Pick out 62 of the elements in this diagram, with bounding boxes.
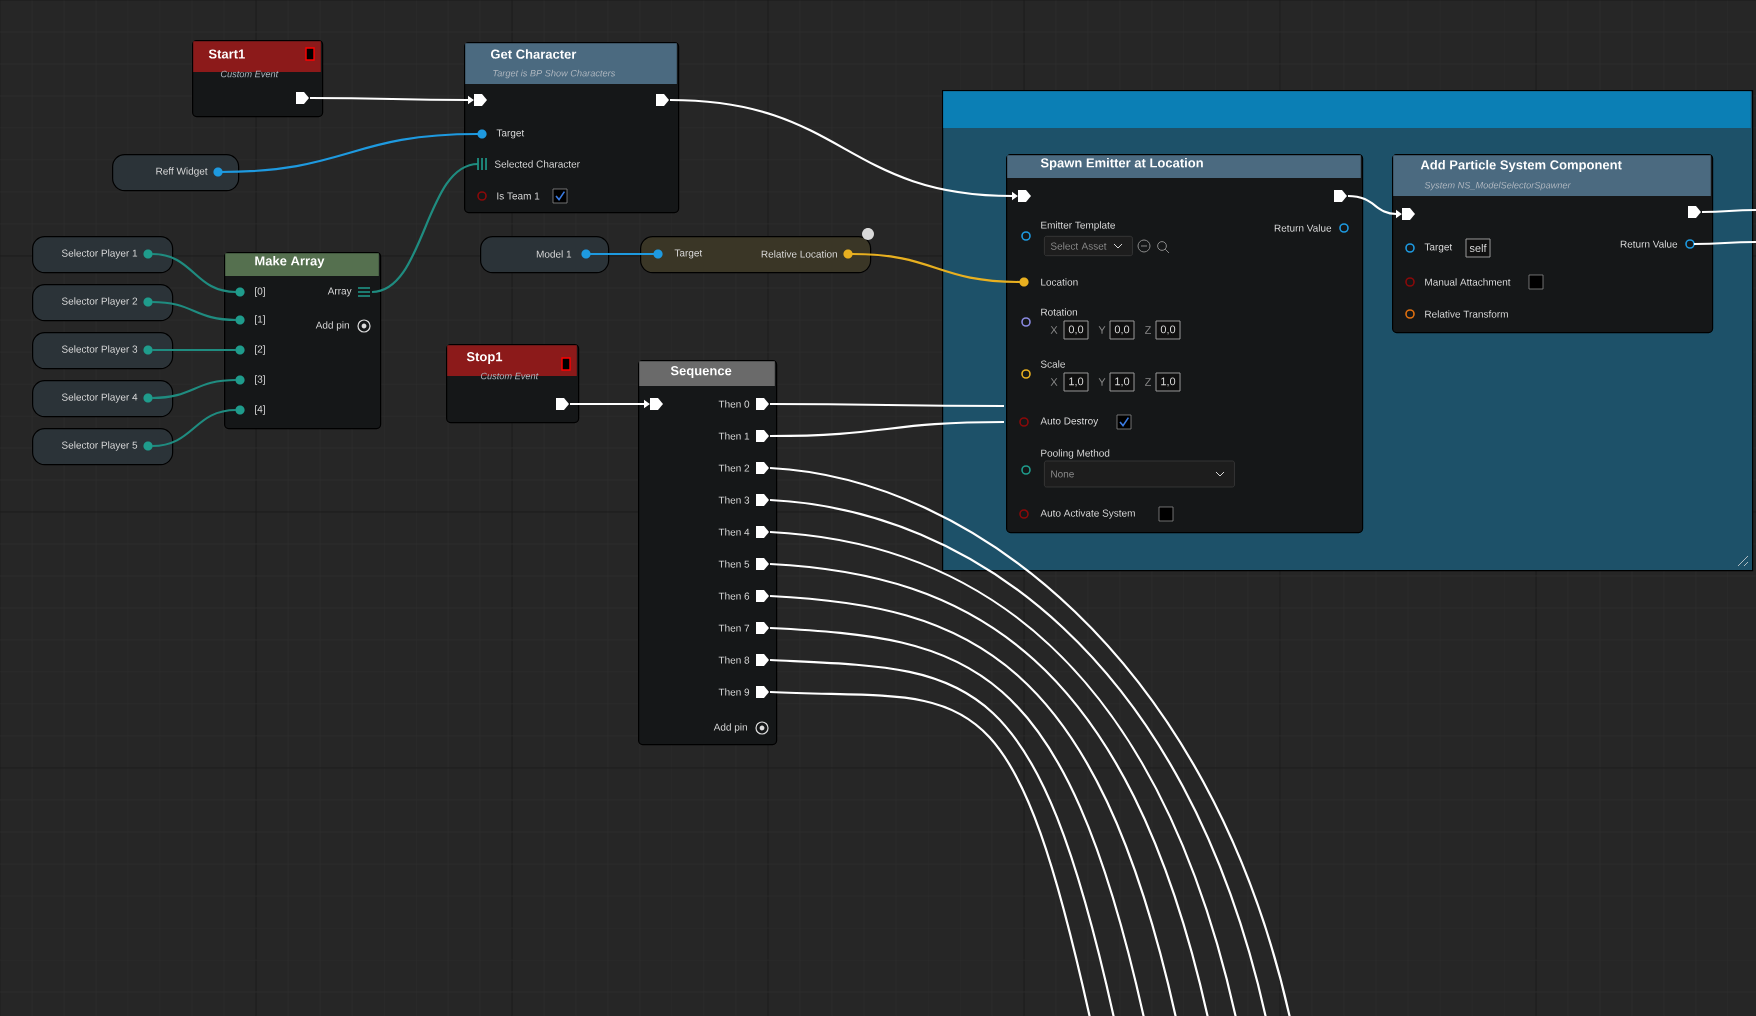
checkbox: [1116, 414, 1132, 430]
wire: [1702, 208, 1756, 214]
checkbox: [1158, 506, 1174, 522]
wire: [852, 252, 1021, 284]
wire: [371, 162, 479, 294]
exec-pin: [296, 92, 309, 104]
array-pin-icon: [477, 157, 487, 171]
checkbox: [552, 188, 568, 204]
variable-pill: [32, 236, 174, 274]
pin-icon: [862, 228, 874, 240]
variable-pill: [32, 428, 174, 466]
event-marker-icon: [561, 357, 571, 371]
variable-pill: [32, 380, 174, 418]
wire: [1694, 240, 1756, 246]
wire: [769, 690, 1092, 1016]
wire: [588, 252, 654, 256]
wire: [770, 420, 1005, 438]
function-node: [1392, 154, 1714, 334]
getter-pill: [640, 236, 872, 274]
variable-pill: [32, 284, 174, 322]
exec-pin: [756, 526, 769, 538]
exec-pin: [756, 398, 769, 410]
wire: [769, 658, 1116, 1016]
wire: [151, 378, 237, 400]
add-pin-icon: [357, 319, 371, 333]
wire: [151, 408, 237, 448]
event-node: [192, 40, 324, 118]
function-node: [464, 42, 680, 214]
wire: [152, 300, 237, 322]
exec-pin: [756, 622, 769, 634]
exec-pin: [556, 398, 569, 410]
exec-pin: [1402, 208, 1415, 220]
exec-pin: [756, 558, 769, 570]
variable-pill: [32, 332, 174, 370]
exec-pin: [756, 686, 769, 698]
checkbox: [1528, 274, 1544, 290]
wire: [770, 402, 1004, 408]
exec-pin: [756, 462, 769, 474]
event-marker-icon: [305, 47, 315, 61]
variable-pill: [112, 154, 240, 192]
wire: [152, 348, 236, 352]
pure-node: [224, 252, 382, 430]
sequence-node: [638, 360, 778, 746]
array-pin-icon: [357, 287, 371, 297]
event-node: [446, 344, 580, 424]
exec-pin: [1334, 190, 1347, 202]
browse-icon: [1137, 239, 1151, 253]
exec-pin: [1688, 206, 1701, 218]
exec-pin: [756, 590, 769, 602]
exec-pin: [756, 654, 769, 666]
search-icon: [1157, 241, 1170, 254]
function-node: [1006, 154, 1364, 534]
add-pin-icon: [755, 721, 769, 735]
exec-pin: [474, 94, 487, 106]
wire: [151, 252, 237, 294]
exec-pin: [650, 398, 663, 410]
exec-pin: [756, 494, 769, 506]
variable-pill: [480, 236, 610, 274]
wire: [220, 132, 479, 174]
exec-pin: [1018, 190, 1031, 202]
exec-pin: [756, 430, 769, 442]
exec-pin: [656, 94, 669, 106]
